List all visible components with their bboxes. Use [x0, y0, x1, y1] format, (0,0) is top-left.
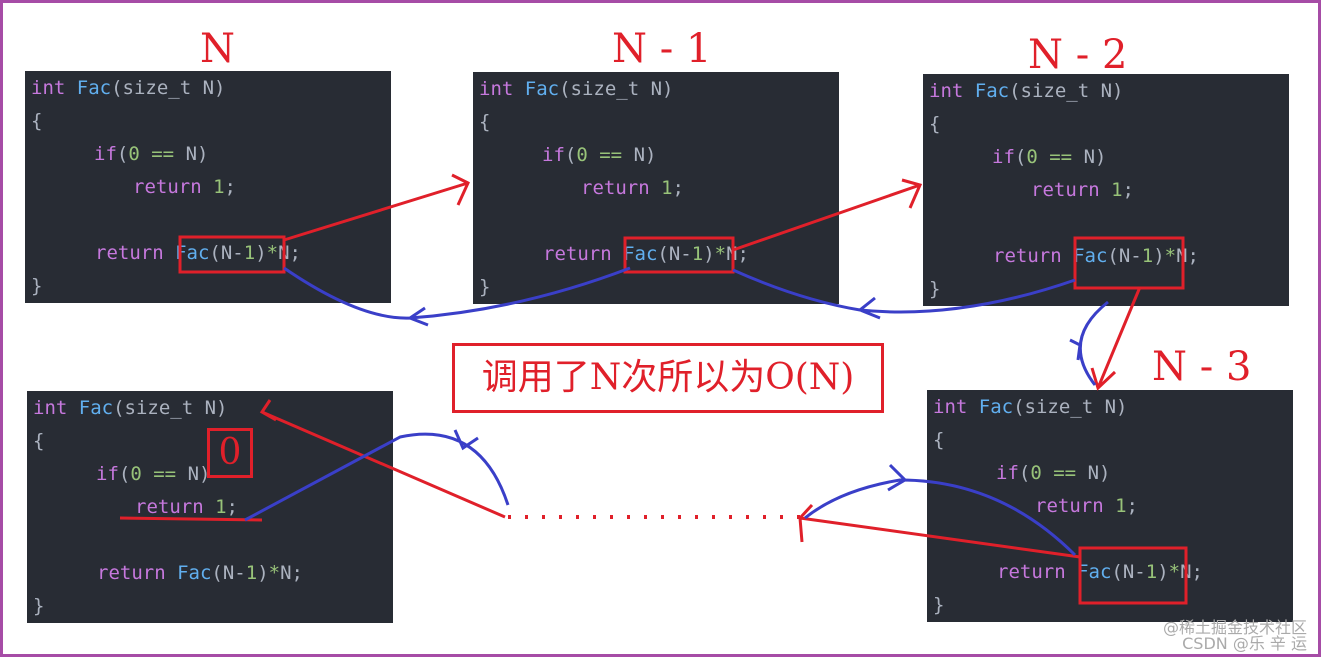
- code-line: }: [933, 594, 945, 616]
- return-arrows: [244, 266, 1109, 557]
- highlight-call-2: [623, 236, 735, 274]
- highlight-call-4: [1078, 546, 1188, 605]
- return-arrow-2: [732, 268, 1076, 320]
- call-arrow-4: [798, 503, 1081, 559]
- code-line: return 1;: [581, 177, 684, 199]
- code-line: }: [479, 276, 491, 298]
- code-line: }: [31, 275, 43, 297]
- code-line: return Fac(N-1)*N;: [543, 243, 749, 265]
- code-line: {: [33, 430, 45, 452]
- code-line: if(0 == N): [542, 144, 657, 166]
- return-arrow-4: [804, 463, 1077, 557]
- code-line: return 1;: [1035, 495, 1138, 517]
- code-line: if(0 == N): [96, 463, 211, 485]
- code-line: }: [33, 595, 45, 617]
- return-arrow-5: [244, 429, 510, 522]
- code-line: int Fac(size_t N): [33, 397, 228, 419]
- label-zero: 0: [207, 428, 253, 478]
- code-block-n: int Fac(size_t N) { if(0 == N) return 1;…: [25, 71, 391, 303]
- code-line: if(0 == N): [992, 146, 1107, 168]
- highlight-call-3: [1073, 236, 1185, 290]
- return-arrow-1: [283, 266, 631, 327]
- label-n-1: N - 1: [612, 26, 712, 72]
- code-line: if(0 == N): [996, 462, 1111, 484]
- call-arrow-2: [732, 178, 923, 252]
- code-line: int Fac(size_t N): [933, 396, 1128, 418]
- call-arrow-1: [283, 173, 470, 242]
- code-block-n-3: int Fac(size_t N) { if(0 == N) return 1;…: [927, 390, 1293, 622]
- code-line: {: [929, 113, 941, 135]
- watermark: @稀土掘金技术社区 CSDN @乐 辛 运: [1162, 618, 1307, 653]
- code-line: return Fac(N-1)*N;: [997, 561, 1203, 583]
- highlight-call-1: [178, 235, 286, 274]
- code-line: return 1;: [133, 176, 236, 198]
- code-line: return 1;: [135, 496, 238, 518]
- label-n: N: [200, 26, 235, 72]
- call-arrows: [119, 173, 1188, 605]
- caption-box: 调用了N次所以为O(N): [452, 343, 884, 413]
- code-block-n-1: int Fac(size_t N) { if(0 == N) return 1;…: [473, 72, 839, 304]
- return-arrow-3: [1069, 300, 1109, 386]
- call-arrow-5: [259, 399, 506, 519]
- code-line: int Fac(size_t N): [479, 78, 674, 100]
- code-line: }: [929, 278, 941, 300]
- code-line: if(0 == N): [94, 143, 209, 165]
- code-line: {: [933, 429, 945, 451]
- code-line: {: [479, 111, 491, 133]
- code-block-n-2: int Fac(size_t N) { if(0 == N) return 1;…: [923, 74, 1289, 306]
- label-n-3: N - 3: [1152, 344, 1252, 390]
- code-line: int Fac(size_t N): [31, 77, 226, 99]
- code-line: return Fac(N-1)*N;: [95, 242, 301, 264]
- code-line: return 1;: [1031, 179, 1134, 201]
- code-line: {: [31, 110, 43, 132]
- call-arrow-3: [1090, 286, 1142, 391]
- label-n-2: N - 2: [1028, 32, 1128, 78]
- code-line: return Fac(N-1)*N;: [993, 245, 1199, 267]
- code-line: int Fac(size_t N): [929, 80, 1124, 102]
- base-case-underline: [119, 516, 263, 522]
- code-line: return Fac(N-1)*N;: [97, 562, 303, 584]
